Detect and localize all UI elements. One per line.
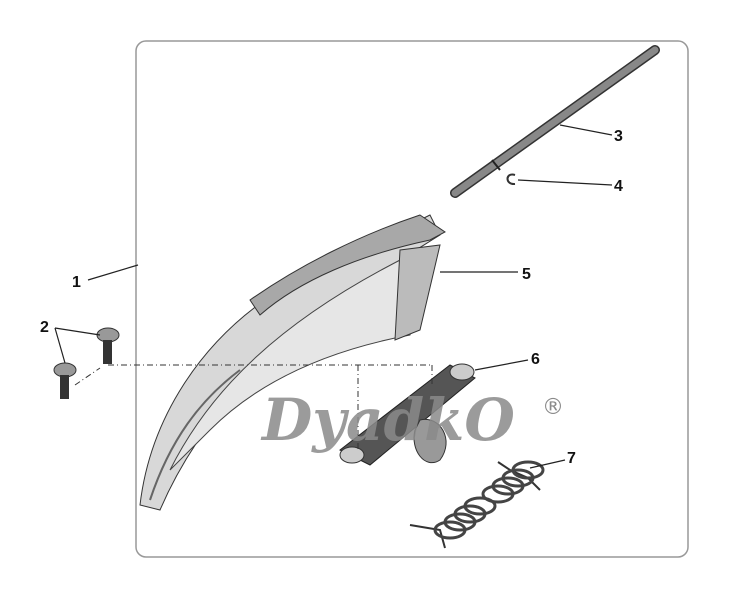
callout-6: 6	[531, 351, 540, 368]
callout-2: 2	[40, 319, 49, 336]
callout-1: 1	[72, 274, 81, 291]
rod	[450, 45, 660, 198]
diagram-frame	[135, 40, 689, 558]
callout-5: 5	[522, 266, 531, 283]
deflector-body	[139, 214, 446, 511]
watermark-logo: DyadkO	[260, 386, 515, 454]
hinge-bracket	[339, 363, 476, 466]
leader-lines	[54, 124, 613, 469]
clip	[506, 173, 516, 186]
bolts	[53, 327, 120, 399]
callout-3: 3	[614, 128, 623, 145]
registered-mark: ®	[542, 395, 564, 420]
spring	[409, 460, 545, 549]
callout-4: 4	[614, 178, 623, 195]
assembly-lines	[74, 364, 433, 450]
callout-7: 7	[567, 450, 576, 467]
